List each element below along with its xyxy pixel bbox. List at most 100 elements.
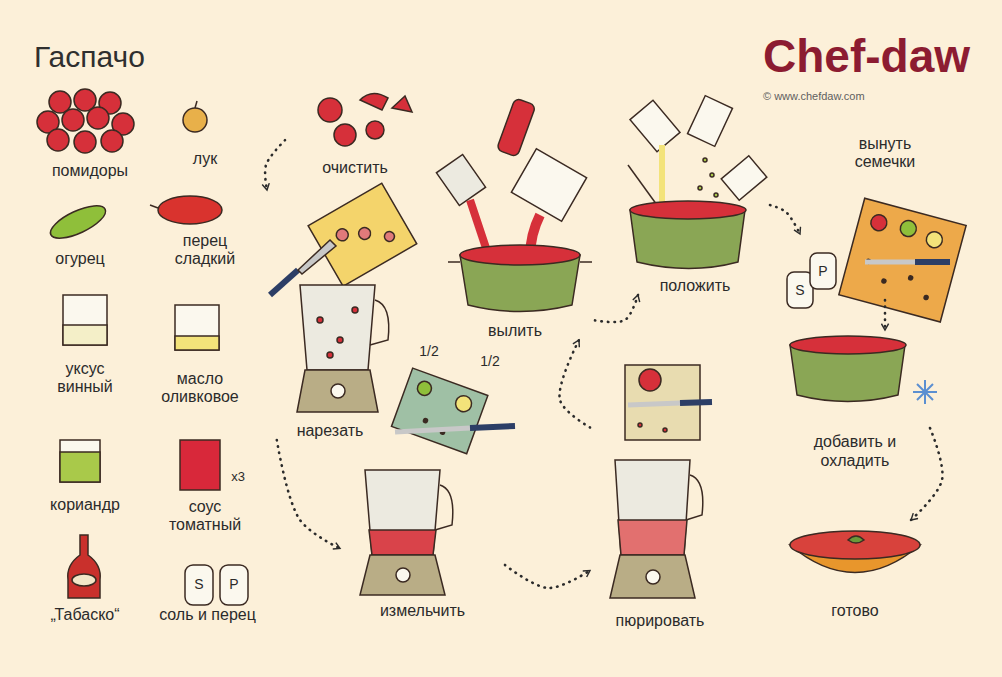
cutting-board — [308, 183, 417, 286]
cutting-board — [638, 423, 642, 427]
adding — [698, 186, 702, 190]
snowflake — [913, 380, 937, 404]
cucumber — [46, 199, 110, 244]
knife — [865, 261, 950, 263]
flow-connector — [265, 140, 285, 190]
adding — [628, 96, 767, 212]
blender — [365, 470, 440, 555]
soup-bowl — [848, 536, 864, 543]
blender — [435, 485, 453, 530]
sweet-pepper — [150, 205, 158, 208]
tomatoes — [74, 131, 96, 153]
onion — [183, 108, 207, 132]
peeled-tomatoes — [318, 98, 342, 122]
salt-pepper-shakers — [810, 253, 836, 289]
vinegar-glass — [63, 295, 107, 345]
step-name: очистить — [320, 159, 390, 177]
soup-bowl — [790, 531, 920, 559]
blender — [646, 570, 660, 584]
brand-logo: Chef-daw — [754, 30, 979, 83]
step-name: вылить — [486, 322, 544, 340]
recipe-step: очистить — [285, 85, 425, 177]
cutting-board — [924, 295, 929, 300]
cutting-board — [925, 230, 945, 250]
flow-connector — [884, 300, 887, 330]
blender — [618, 520, 687, 555]
recipe-step: вынуть семечки — [800, 135, 970, 300]
recipe-step: добавить и охладить — [780, 330, 930, 470]
pot — [630, 201, 746, 269]
cutting-board — [356, 225, 372, 241]
step-name: готово — [829, 602, 880, 620]
blender — [615, 460, 690, 555]
salt-pepper-shakers — [787, 253, 836, 308]
cutting-board — [334, 227, 350, 243]
shaker-letter: S — [787, 282, 813, 298]
pot — [630, 201, 746, 219]
blender — [317, 317, 323, 323]
adding — [659, 145, 665, 205]
knife — [680, 402, 712, 403]
fraction-note: 1/2 — [413, 343, 445, 359]
cutting-board — [908, 275, 913, 280]
ingredient-name: масло оливковое — [150, 370, 250, 407]
coriander-glass — [60, 452, 100, 482]
blender — [370, 300, 389, 345]
cutting-board — [453, 393, 474, 414]
pot — [448, 261, 592, 263]
tomatoes — [87, 107, 109, 129]
pouring — [436, 154, 485, 205]
adding — [703, 158, 707, 162]
ingredient-name: огурец — [40, 250, 120, 268]
cutting-board — [899, 219, 919, 239]
salt-pepper-shakers — [185, 565, 213, 605]
blender — [686, 475, 703, 520]
blender — [396, 568, 410, 582]
title-text: Гаспачо — [34, 40, 145, 75]
adding — [630, 100, 680, 151]
tabasco-bottle — [72, 574, 96, 586]
oil-glass — [175, 305, 219, 350]
snowflake — [913, 380, 937, 404]
adding — [714, 193, 718, 197]
coriander-glass — [60, 440, 100, 482]
salt-pepper-shakers — [220, 565, 248, 605]
pot — [790, 336, 906, 354]
cucumber — [46, 199, 110, 244]
tomato-sauce-glass — [180, 440, 220, 490]
blender — [337, 337, 343, 343]
knife — [628, 403, 680, 405]
tabasco-bottle — [68, 535, 101, 598]
cutting-board — [663, 428, 667, 432]
peeled-tomatoes — [318, 93, 412, 146]
cutting-board — [383, 230, 397, 244]
blender — [300, 285, 375, 370]
ingredient-name: соус томатный — [155, 498, 255, 535]
shaker-letter: P — [810, 263, 836, 279]
cutting-board — [423, 418, 428, 423]
cutting-board — [391, 368, 487, 454]
blender — [352, 307, 358, 313]
step-name: положить — [658, 277, 733, 295]
tomatoes — [47, 129, 69, 151]
vinegar-glass — [63, 325, 107, 345]
recipe-step: нарезать — [260, 190, 400, 440]
peeled-tomatoes — [334, 124, 356, 146]
adding — [710, 173, 714, 177]
pouring — [496, 98, 535, 157]
cutting-board — [391, 368, 487, 454]
knife — [298, 240, 336, 274]
soup-bowl — [790, 531, 920, 573]
tomatoes — [101, 130, 123, 152]
salt-pepper-shakers — [787, 272, 813, 308]
blender — [610, 460, 703, 598]
step-name: добавить и охладить — [803, 433, 907, 470]
blender — [331, 384, 345, 398]
knife — [395, 428, 470, 432]
blender — [610, 555, 695, 598]
cutting-board — [839, 198, 966, 322]
knife — [915, 259, 950, 265]
knife — [865, 260, 915, 265]
